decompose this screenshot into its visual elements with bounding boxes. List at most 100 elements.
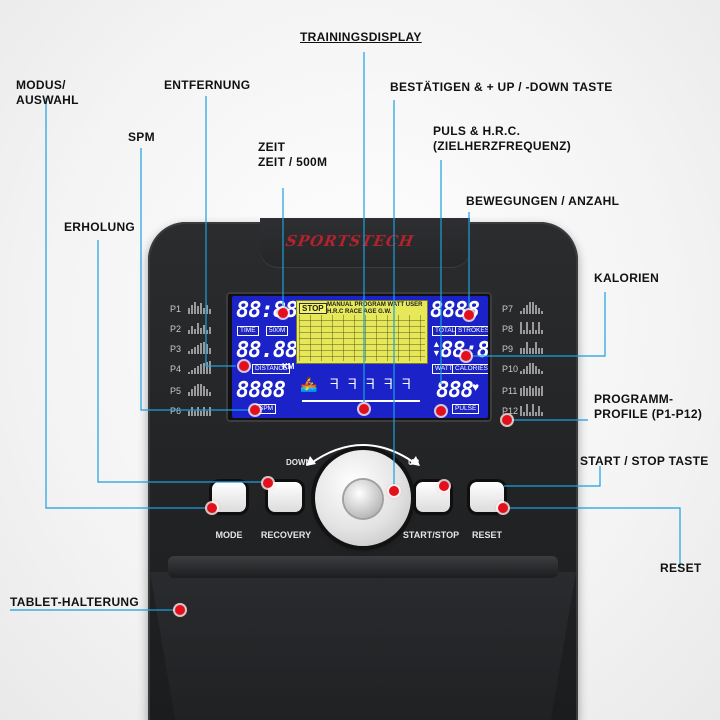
matrix-grid — [299, 315, 425, 361]
callout-dot-trainingsdisplay — [359, 404, 369, 414]
distance-unit: KM — [282, 362, 295, 371]
tablet-holder — [150, 572, 576, 720]
rotation-arrow-icon — [306, 444, 420, 466]
profile-p5: P5 — [170, 382, 211, 396]
callout-dot-zeit — [278, 308, 288, 318]
profile-bars-icon — [520, 300, 543, 314]
profile-label: P7 — [502, 304, 514, 314]
start-stop-label: START/STOP — [402, 530, 460, 540]
pulse-label: PULSE — [452, 404, 480, 414]
profile-bars-icon — [520, 382, 543, 396]
profile-bars-icon — [520, 320, 543, 334]
profile-bars-icon — [188, 360, 211, 374]
console-top-notch — [260, 218, 470, 268]
profile-label: P10 — [502, 364, 519, 374]
profile-label: P12 — [502, 406, 519, 416]
callout-modus: MODUS/ AUSWAHL — [16, 78, 79, 107]
down-label: DOWN — [286, 458, 312, 467]
strokes-label: STROKES — [455, 326, 488, 336]
reset-label: RESET — [471, 530, 502, 540]
rower-icon: ᖷ — [330, 376, 339, 392]
profile-p2: P2 — [170, 320, 211, 334]
profile-p12: P12 — [502, 402, 543, 416]
callout-reset: RESET — [660, 561, 702, 575]
track-line — [302, 400, 420, 402]
callout-entfernung: ENTFERNUNG — [164, 78, 251, 92]
rower-icon: ᖷ — [366, 376, 375, 392]
profile-bars-icon — [520, 360, 543, 374]
matrix-header-bottom: H.R.C RACE AGE G.W. — [327, 309, 392, 315]
training-display: 88:88 TIME 500M 88.88 DISTANCE KM 8888 S… — [232, 296, 488, 418]
profile-bars-icon — [188, 382, 211, 396]
tablet-holder-lip — [168, 556, 558, 578]
callout-kalorien: KALORIEN — [594, 271, 660, 285]
callout-dot-erholung — [263, 478, 273, 488]
callout-startstop: START / STOP TASTE — [580, 454, 709, 468]
stop-indicator: STOP — [299, 303, 327, 314]
profile-label: P11 — [502, 386, 518, 396]
program-matrix: STOP MANUAL PROGRAM WATT USER H.R.C RACE… — [296, 300, 428, 364]
profile-p4: P4 — [170, 360, 211, 374]
callout-dot-modus — [207, 503, 217, 513]
time-readout: 88:88 — [236, 298, 298, 323]
confirm-button[interactable] — [344, 480, 382, 518]
callout-dot-spm — [250, 405, 260, 415]
profile-label: P2 — [170, 324, 182, 334]
profile-p1: P1 — [170, 300, 211, 314]
callout-bestaetigen: BESTÄTIGEN & + UP / -DOWN TASTE — [390, 80, 613, 94]
callout-trainingsdisplay: TRAININGSDISPLAY — [300, 30, 422, 44]
profile-p9: P9 — [502, 340, 543, 354]
profile-bars-icon — [188, 300, 211, 314]
callout-dot-bewegungen — [464, 310, 474, 320]
recovery-button[interactable] — [268, 482, 302, 512]
distance-label: DISTANCE — [252, 364, 291, 374]
distance-readout: 88.88 — [236, 338, 298, 363]
callout-programm: PROGRAMM- PROFILE (P1-P12) — [594, 392, 703, 421]
rower-icon: ᖷ — [402, 376, 411, 392]
profile-p10: P10 — [502, 360, 543, 374]
calories-label: CALORIES — [452, 364, 488, 374]
profile-label: P9 — [502, 344, 514, 354]
profile-p8: P8 — [502, 320, 543, 334]
profile-p3: P3 — [170, 340, 211, 354]
profile-label: P3 — [170, 344, 182, 354]
callout-dot-kalorien — [461, 351, 471, 361]
profile-bars-icon — [188, 320, 211, 334]
up-down-arrows-icon: ▲▼ — [432, 339, 441, 358]
profile-label: P6 — [170, 406, 182, 416]
profile-p7: P7 — [502, 300, 543, 314]
callout-dot-dial — [389, 486, 399, 496]
profile-label: P1 — [170, 304, 182, 314]
callout-dot-reset — [498, 503, 508, 513]
profile-p11: P11 — [502, 382, 543, 396]
profile-p6: P6 — [170, 402, 211, 416]
callout-dot-startstop — [439, 481, 449, 491]
heart-icon: ♥ — [472, 380, 480, 394]
callout-puls: PULS & H.R.C. (ZIELHERZFREQUENZ) — [433, 124, 572, 153]
callout-tablet: TABLET-HALTERUNG — [10, 595, 140, 609]
profile-bars-icon — [520, 402, 543, 416]
callout-dot-entfernung — [239, 361, 249, 371]
profile-label: P8 — [502, 324, 514, 334]
callout-erholung: ERHOLUNG — [64, 220, 136, 234]
time-label: TIME — [237, 326, 259, 336]
mode-label: MODE — [215, 530, 243, 540]
callout-dot-tablet — [175, 605, 185, 615]
time500-label: 500M — [266, 326, 289, 336]
profile-label: P4 — [170, 364, 182, 374]
profile-bars-icon — [520, 340, 543, 354]
mode-button[interactable] — [212, 482, 246, 512]
matrix-header-top: MANUAL PROGRAM WATT USER — [327, 302, 423, 308]
profile-bars-icon — [188, 340, 211, 354]
callout-spm: SPM — [128, 130, 155, 144]
spm-readout: 8888 — [236, 378, 286, 403]
callout-dot-puls — [436, 406, 446, 416]
profile-bars-icon — [188, 402, 211, 416]
rower-icon: 🚣 — [300, 376, 318, 392]
rower-icon: ᖷ — [348, 376, 357, 392]
profile-label: P5 — [170, 386, 182, 396]
callout-zeit: ZEIT ZEIT / 500M — [258, 140, 328, 169]
pulse-readout: 888 — [436, 378, 474, 403]
